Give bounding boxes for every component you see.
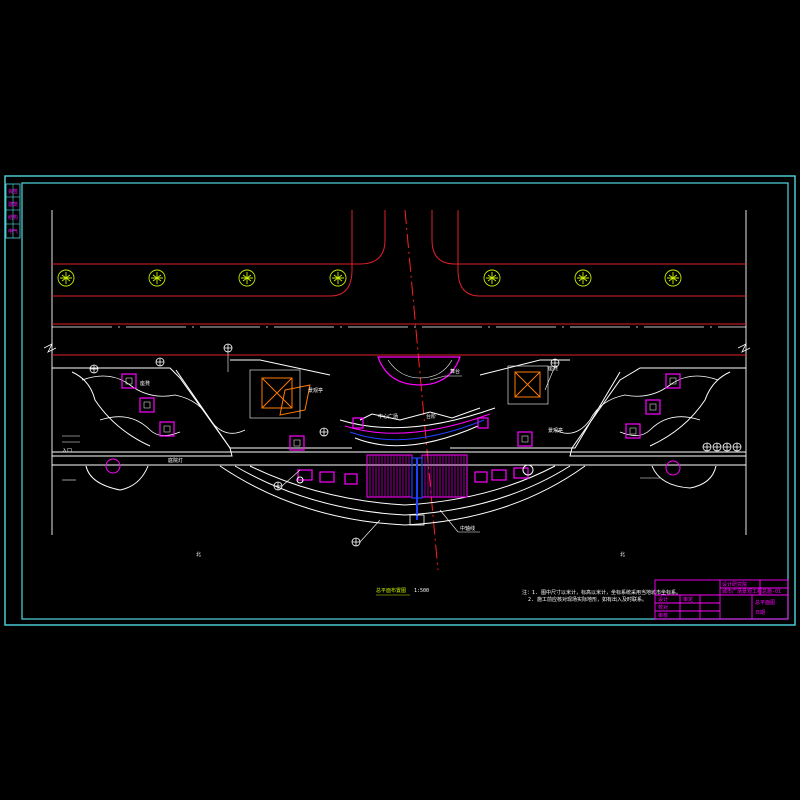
label-entry: 入口 <box>62 448 72 454</box>
grid-marker-icon <box>223 343 233 353</box>
grid-marker-icon <box>89 364 99 374</box>
north-right: 北 <box>620 551 625 558</box>
walkway-curves <box>81 375 719 436</box>
tree-symbol-icon <box>483 269 501 287</box>
tree-symbol-icon <box>238 269 256 287</box>
grid-marker-icon <box>732 442 742 452</box>
grid-marker-icon <box>712 442 722 452</box>
side-strip-2: 结构 <box>8 214 18 221</box>
plan-scale: 1:500 <box>414 588 429 594</box>
label-stage: 舞台 <box>450 368 460 375</box>
label-pavilion-left: 景观亭 <box>308 387 323 394</box>
grid-marker-icon <box>351 537 361 547</box>
grid-marker-icon <box>702 442 712 452</box>
inner-frame <box>21 182 789 620</box>
title-sheet-name: 总平面图 <box>755 599 775 606</box>
title-company: 设计研究院 <box>722 581 747 588</box>
label-seat-right: 座凳 <box>548 365 558 372</box>
road-network <box>52 210 746 356</box>
note-line-1: 注：1. 图中尺寸以米计，标高以米计，坐标系统采用当地城市坐标系。 <box>522 589 681 596</box>
grand-steps <box>339 407 496 447</box>
title-date: 日期 <box>755 610 765 616</box>
break-line-right <box>737 343 751 353</box>
grid-marker-icon <box>155 357 165 367</box>
tree-row <box>57 269 682 287</box>
plan-title: 总平面布置图 <box>376 587 406 594</box>
grid-marker-icon <box>722 442 732 452</box>
title-row-2: 审核 <box>658 612 668 619</box>
tree-symbol-icon <box>148 269 166 287</box>
round-features <box>105 458 681 484</box>
title-row-0: 设计 <box>658 596 668 603</box>
title-project: 城市广场景观工程 <box>722 588 762 595</box>
title-row-1: 校对 <box>658 604 668 611</box>
planter-squares <box>121 373 681 485</box>
label-seat-left: 座凳 <box>140 380 150 387</box>
central-axis <box>404 209 439 571</box>
title-block <box>654 579 789 620</box>
side-strip-1: 建筑 <box>8 201 18 208</box>
note-line-2: 2. 施工前应核对现场实际地形，如有出入及时联系。 <box>528 596 647 603</box>
grid-markers <box>89 343 742 547</box>
side-strip: 会签 建筑 结构 电气 <box>5 183 21 239</box>
break-line-left <box>43 343 57 353</box>
title-row-3: 审定 <box>683 596 693 603</box>
grid-marker-icon <box>319 427 329 437</box>
grid-marker-icon <box>550 358 560 368</box>
tree-symbol-icon <box>329 269 347 287</box>
pavilion-left <box>249 369 311 419</box>
leader-lines <box>62 352 660 543</box>
plaza-outline <box>52 359 746 526</box>
tree-symbol-icon <box>664 269 682 287</box>
label-plaza: 中心广场 <box>378 413 398 420</box>
title-sheet-no: 总施-01 <box>762 588 781 595</box>
pavilion-right <box>507 365 549 405</box>
tree-symbol-icon <box>574 269 592 287</box>
side-strip-3: 电气 <box>8 228 18 235</box>
grid-marker-icon <box>273 481 283 491</box>
side-strip-0: 会签 <box>8 188 18 195</box>
outer-frame <box>4 175 796 626</box>
tree-symbol-icon <box>57 269 75 287</box>
north-left: 北 <box>196 551 201 558</box>
label-steps: 台阶 <box>426 413 436 420</box>
label-lamp: 庭院灯 <box>168 457 183 464</box>
stage <box>377 356 461 386</box>
label-axis: 中轴线 <box>460 525 475 532</box>
label-pavilion-right: 景观亭 <box>548 427 563 434</box>
bleachers <box>366 454 468 526</box>
